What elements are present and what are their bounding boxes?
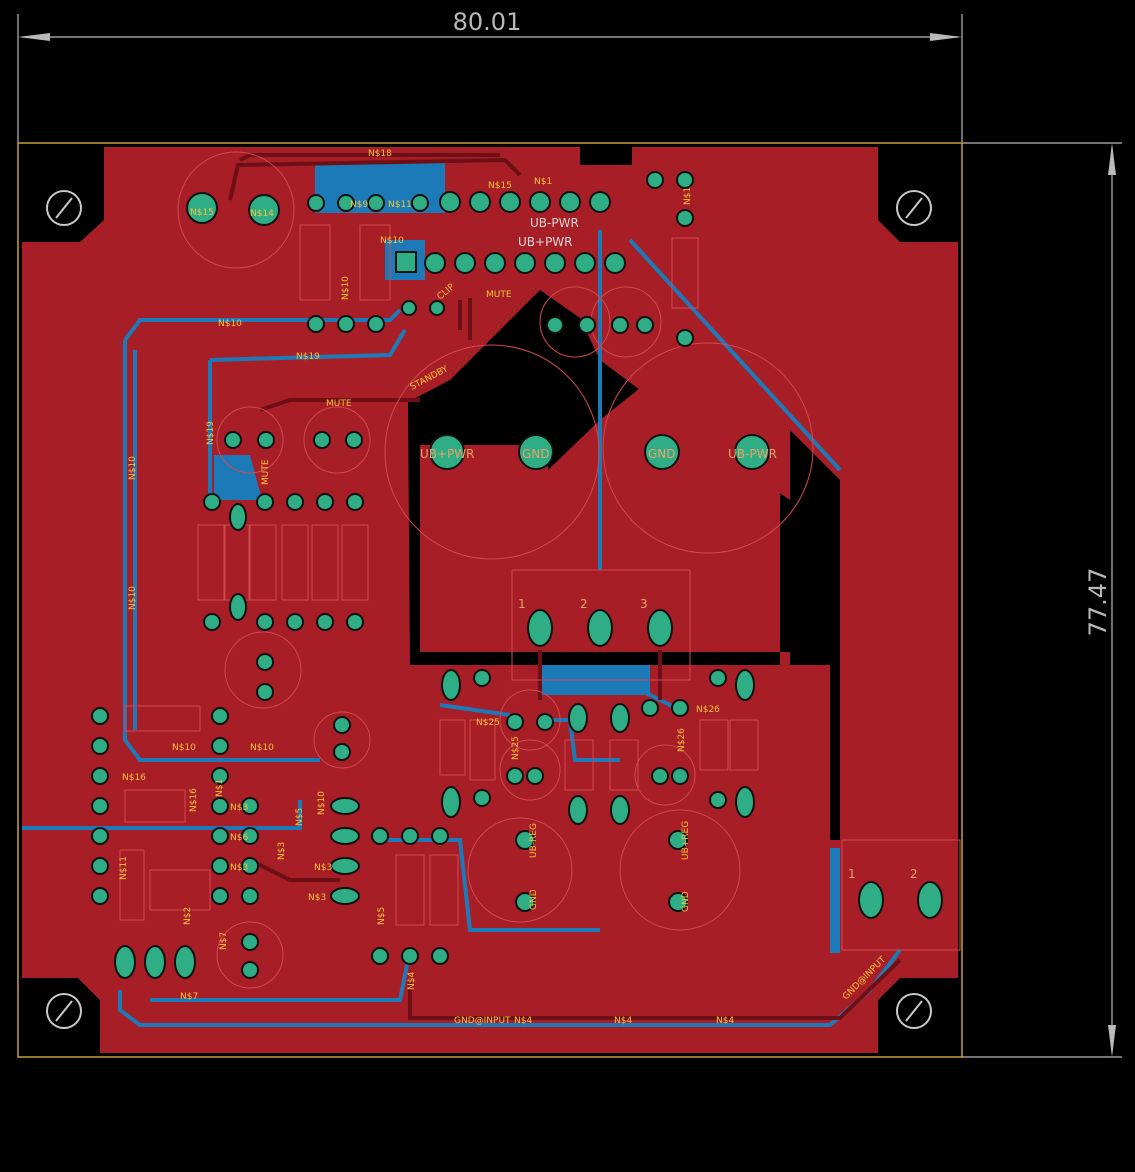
cap-label-ub-plus: UB+PWR [420, 447, 475, 461]
right-bottom-gap [830, 665, 840, 840]
net-label-gnd-a: GND [529, 889, 539, 910]
bottom-traces [22, 230, 902, 1027]
net-label-ub-reg: UB-REG [529, 823, 539, 858]
mounting-hole-tl [46, 190, 82, 226]
net-label-n9: N$9 [350, 200, 368, 210]
net-label-n16: N$16 [122, 773, 146, 783]
net-label-n4c: N$4 [614, 1016, 632, 1026]
net-label-gnd-b: GND [681, 891, 691, 912]
net-label-n3c: N$3 [314, 863, 332, 873]
net-label-n3b: N$3 [230, 863, 248, 873]
cap-label-ub-minus: UB-PWR [728, 447, 777, 461]
net-label-n25: N$25 [476, 718, 500, 728]
right-lower-copper [22, 665, 958, 1053]
pads [91, 171, 943, 979]
net-label-n3d: N$3 [308, 893, 326, 903]
net-label-n10: N$10 [380, 236, 404, 246]
dimension-arrows [18, 33, 1116, 1057]
net-label-n11: N$11 [388, 200, 412, 210]
net-label-n10g: N$10 [250, 743, 274, 753]
dimension-lines [17, 14, 1122, 1058]
net-label-n26: N$26 [696, 705, 720, 715]
net-label-n7: N$7 [219, 932, 229, 950]
net-label-n15b: N$15 [488, 181, 512, 191]
input-pin-2: 2 [910, 867, 918, 881]
board-outline [17, 142, 963, 1058]
height-dimension: 77.47 [1084, 568, 1112, 637]
top-traces [228, 153, 902, 1020]
net-label-n10e: N$10 [341, 276, 351, 300]
pin-3: 3 [640, 597, 648, 611]
net-label-n7b: N$7 [180, 992, 198, 1002]
net-label-n10h: N$10 [317, 791, 327, 815]
net-label-n2: N$2 [183, 907, 193, 925]
pin-1: 1 [518, 597, 526, 611]
net-label-ub-reg2: UB+REG [681, 821, 691, 860]
mounting-hole-tr [896, 190, 932, 226]
width-dimension: 80.01 [453, 8, 522, 36]
net-label-mute: MUTE [486, 290, 512, 300]
net-label-n11b: N$11 [119, 856, 129, 880]
net-label-n16b: N$16 [189, 788, 199, 812]
net-label-n4a: N$4 [407, 972, 417, 990]
net-label-n10f: N$10 [172, 743, 196, 753]
mounting-hole-br [896, 993, 932, 1029]
net-label-n25b: N$25 [511, 736, 521, 760]
net-label-mute2: MUTE [326, 399, 352, 409]
net-label-n3a: N$3 [230, 803, 248, 813]
mounting-holes [46, 190, 932, 1029]
silkscreen-outlines [119, 151, 961, 989]
pin-2: 2 [580, 597, 588, 611]
cap-label-gnd2: GND [648, 447, 676, 461]
net-label-mute3: MUTE [261, 459, 271, 485]
net-label-n14: N$14 [250, 209, 274, 219]
net-label-n19b: N$19 [206, 421, 216, 445]
cap-label-gnd1: GND [522, 447, 550, 461]
net-label-n3e: N$3 [277, 842, 287, 860]
net-label-ub-plus: UB+PWR [518, 235, 573, 249]
net-label-n19: N$19 [296, 352, 320, 362]
net-label-n4d: N$4 [716, 1016, 734, 1026]
net-label-n10c: N$10 [128, 456, 138, 480]
mounting-hole-bl [46, 993, 82, 1029]
net-label-n5b: N$5 [377, 907, 387, 925]
net-label-n15: N$15 [190, 208, 214, 218]
net-label-n6: N$6 [230, 833, 248, 843]
net-label-n1b: N$1 [683, 187, 693, 205]
net-label-n26b: N$26 [677, 728, 687, 752]
net-label-n1c: N$1 [215, 779, 225, 797]
net-label-n18: N$18 [368, 149, 392, 159]
net-label-n10d: N$10 [128, 586, 138, 610]
input-pin-1: 1 [848, 867, 856, 881]
net-label-ub-minus: UB-PWR [530, 216, 579, 230]
net-label-n4b: N$4 [514, 1016, 532, 1026]
net-label-n1a: N$1 [534, 177, 552, 187]
net-label-gnd-input: GND@INPUT [454, 1016, 511, 1026]
net-label-n10b: N$10 [218, 319, 242, 329]
net-label-n5: N$5 [295, 808, 305, 826]
